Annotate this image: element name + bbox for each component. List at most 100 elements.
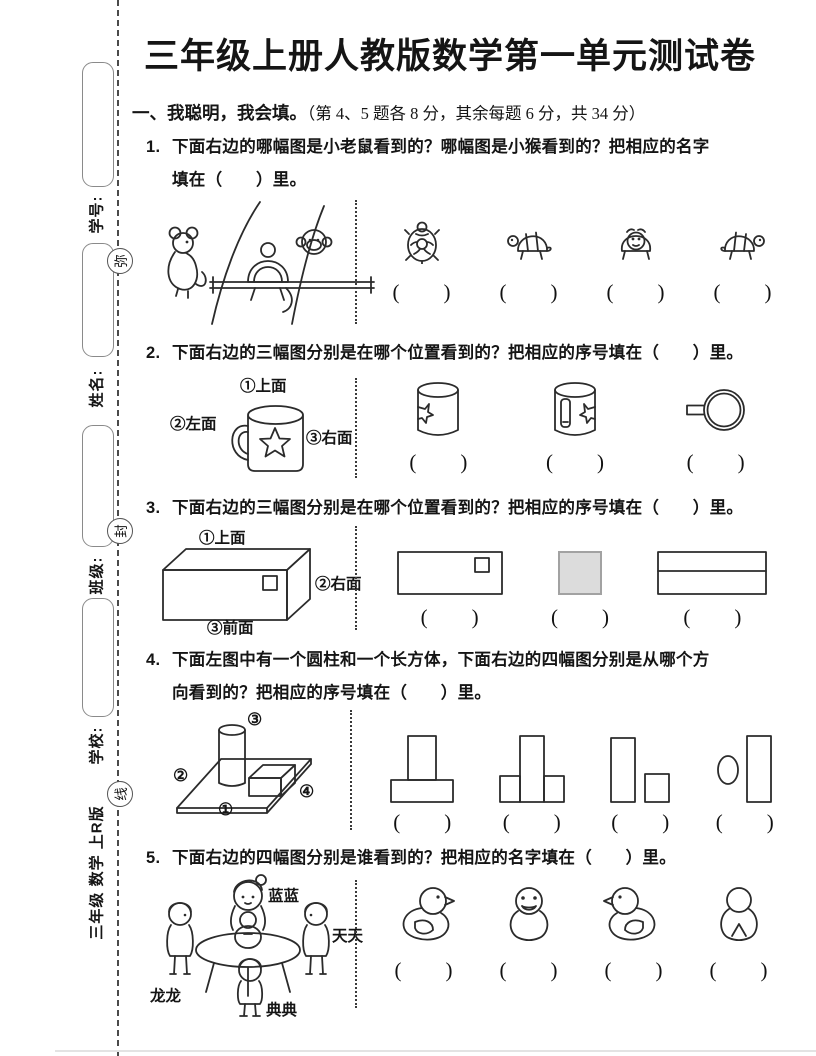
answer-blank: () [715, 810, 774, 834]
q4-divider [350, 710, 352, 830]
q5-view-1: () [393, 884, 455, 983]
box-top-view-figure [657, 551, 768, 595]
mug-3d-figure [231, 405, 304, 472]
q2-scene-figure: ①上面 ②左面 ③右面 [148, 372, 363, 482]
q1-text-line1: 1.下面右边的哪幅图是小老鼠看到的？哪幅图是小猴看到的？把相应的名字 [146, 138, 710, 156]
q2-divider [355, 378, 357, 478]
edition-footer: 三年级 数学 上R版 [88, 805, 106, 940]
box-front-view-figure [396, 551, 503, 595]
view-tall-rect-and-small-square-figure [610, 737, 671, 803]
answer-blank: () [686, 450, 745, 474]
q5-view-4: () [710, 884, 768, 983]
q3-views: () () () [372, 550, 792, 630]
duck-back-view-figure [719, 887, 758, 942]
answer-blank: () [409, 450, 468, 474]
q1-figure: () () [130, 196, 816, 328]
q5-view-3: () [602, 884, 665, 983]
q1-views: () () [368, 220, 796, 305]
q5-divider [355, 880, 357, 1008]
q4-text-line1: 4.下面左图中有一个圆柱和一个长方体，下面右边的四幅图分别是从哪个方 [146, 651, 710, 669]
answer-blank: () [604, 958, 663, 982]
answer-blank: () [545, 450, 604, 474]
duck-right-facing-view-figure [402, 887, 455, 941]
q3-text-line1: 3.下面右边的三幅图分别是在哪个位置看到的？把相应的序号填在（ ）里。 [146, 499, 744, 517]
cylinder-cuboid-platform-figure [176, 724, 312, 814]
duck-front-view-figure [509, 887, 548, 942]
duck-left-facing-view-figure [602, 887, 655, 941]
answer-blank: () [683, 605, 742, 629]
view-tall-rect-on-base-figure [390, 735, 455, 803]
q2-views: () () [370, 380, 788, 475]
q3-label-top: ①上面 [199, 530, 246, 547]
q3-scene-figure: ①上面 ②右面 ③前面 [155, 524, 373, 637]
q4-view-4: () [716, 730, 774, 835]
answer-blank: () [713, 280, 772, 304]
q2-text-line1: 2.下面右边的三幅图分别是在哪个位置看到的？把相应的序号填在（ ）里。 [146, 344, 744, 362]
q2-label-right: ③右面 [306, 430, 353, 447]
q1-view-3: () [607, 220, 665, 305]
answer-blank: () [606, 280, 665, 304]
q4-label-4: ④ [299, 782, 315, 801]
answer-blank: () [499, 958, 558, 982]
seal-char-feng: 封 [107, 518, 133, 544]
q2-label-left: ②左面 [170, 416, 217, 433]
q2-view-1: () [409, 380, 467, 475]
write-box-class [82, 425, 114, 547]
q4-text-line2: 向看到的？把相应的序号填在（ ）里。 [172, 684, 492, 702]
q3-label-right: ②右面 [315, 576, 362, 593]
q1-text-line2: 填在（ ）里。 [172, 171, 307, 189]
seal-char-mi: 弥 [107, 248, 133, 274]
q3-view-2: () [551, 550, 609, 630]
turtle-right-side-view-figure [719, 231, 765, 260]
q4-label-3: ③ [247, 710, 263, 729]
q3-figure: ①上面 ②右面 ③前面 () () [130, 524, 816, 637]
write-box-student-number [82, 62, 114, 187]
field-label-name: 姓名: [88, 369, 106, 408]
answer-blank: () [420, 605, 479, 629]
turtle-top-view-figure [403, 221, 440, 264]
q2-view-2: () [546, 380, 604, 475]
mouse-monkey-turtle-scene [167, 201, 375, 325]
mug-left-side-view-figure [554, 382, 596, 436]
answer-blank: () [393, 810, 452, 834]
write-box-school [82, 598, 114, 717]
seal-char-xian: 线 [107, 781, 133, 807]
q2-view-3: () [683, 380, 749, 475]
answer-blank: () [709, 958, 768, 982]
turtle-front-view-figure [620, 228, 651, 260]
section-heading-note: （第 4、5 题各 8 分，其余每题 6 分，共 34 分） [307, 104, 646, 123]
q5-text-line1: 5.下面右边的四幅图分别是谁看到的？把相应的名字填在（ ）里。 [146, 849, 676, 867]
main-content: 三年级上册人教版数学第一单元测试卷 一、我聪明，我会填。（第 4、5 题各 8 … [130, 0, 816, 1056]
q5-view-2: () [500, 884, 558, 983]
cuboid-box-3d-figure [162, 548, 311, 621]
view-tall-rect-with-side-squares-figure [498, 735, 565, 803]
q3-view-1: () [396, 550, 504, 630]
q5-name-lanlan: 蓝蓝 [268, 888, 300, 905]
q4-view-1: () [390, 730, 455, 835]
box-right-view-figure [557, 551, 602, 595]
q1-view-4: () [714, 220, 772, 305]
q2-label-top: ①上面 [240, 378, 287, 395]
q5-name-diandian: 典典 [266, 1002, 298, 1019]
view-circle-and-rect-figure [716, 735, 772, 803]
q1-scene-figure [156, 196, 386, 326]
mug-right-side-view-figure [417, 382, 460, 436]
q3-divider [355, 526, 357, 630]
q5-name-longlong: 龙龙 [150, 988, 182, 1005]
answer-blank: () [392, 280, 451, 304]
answer-blank: () [611, 810, 670, 834]
q4-label-1: ① [218, 800, 234, 819]
q4-view-2: () [498, 730, 565, 835]
field-label-student-number: 学号: [88, 195, 106, 234]
q5-figure: 蓝蓝 天天 龙龙 典典 () [130, 872, 816, 1022]
q5-views: () () [370, 884, 790, 983]
q2-figure: ①上面 ②左面 ③右面 () [130, 372, 816, 484]
answer-blank: () [550, 605, 609, 629]
q1-divider [355, 200, 357, 324]
q4-figure: ③ ② ① ④ () [130, 708, 816, 836]
mug-top-view-figure [685, 389, 745, 431]
q3-view-3: () [656, 550, 768, 630]
answer-blank: () [502, 810, 561, 834]
field-label-school: 学校: [88, 726, 106, 765]
